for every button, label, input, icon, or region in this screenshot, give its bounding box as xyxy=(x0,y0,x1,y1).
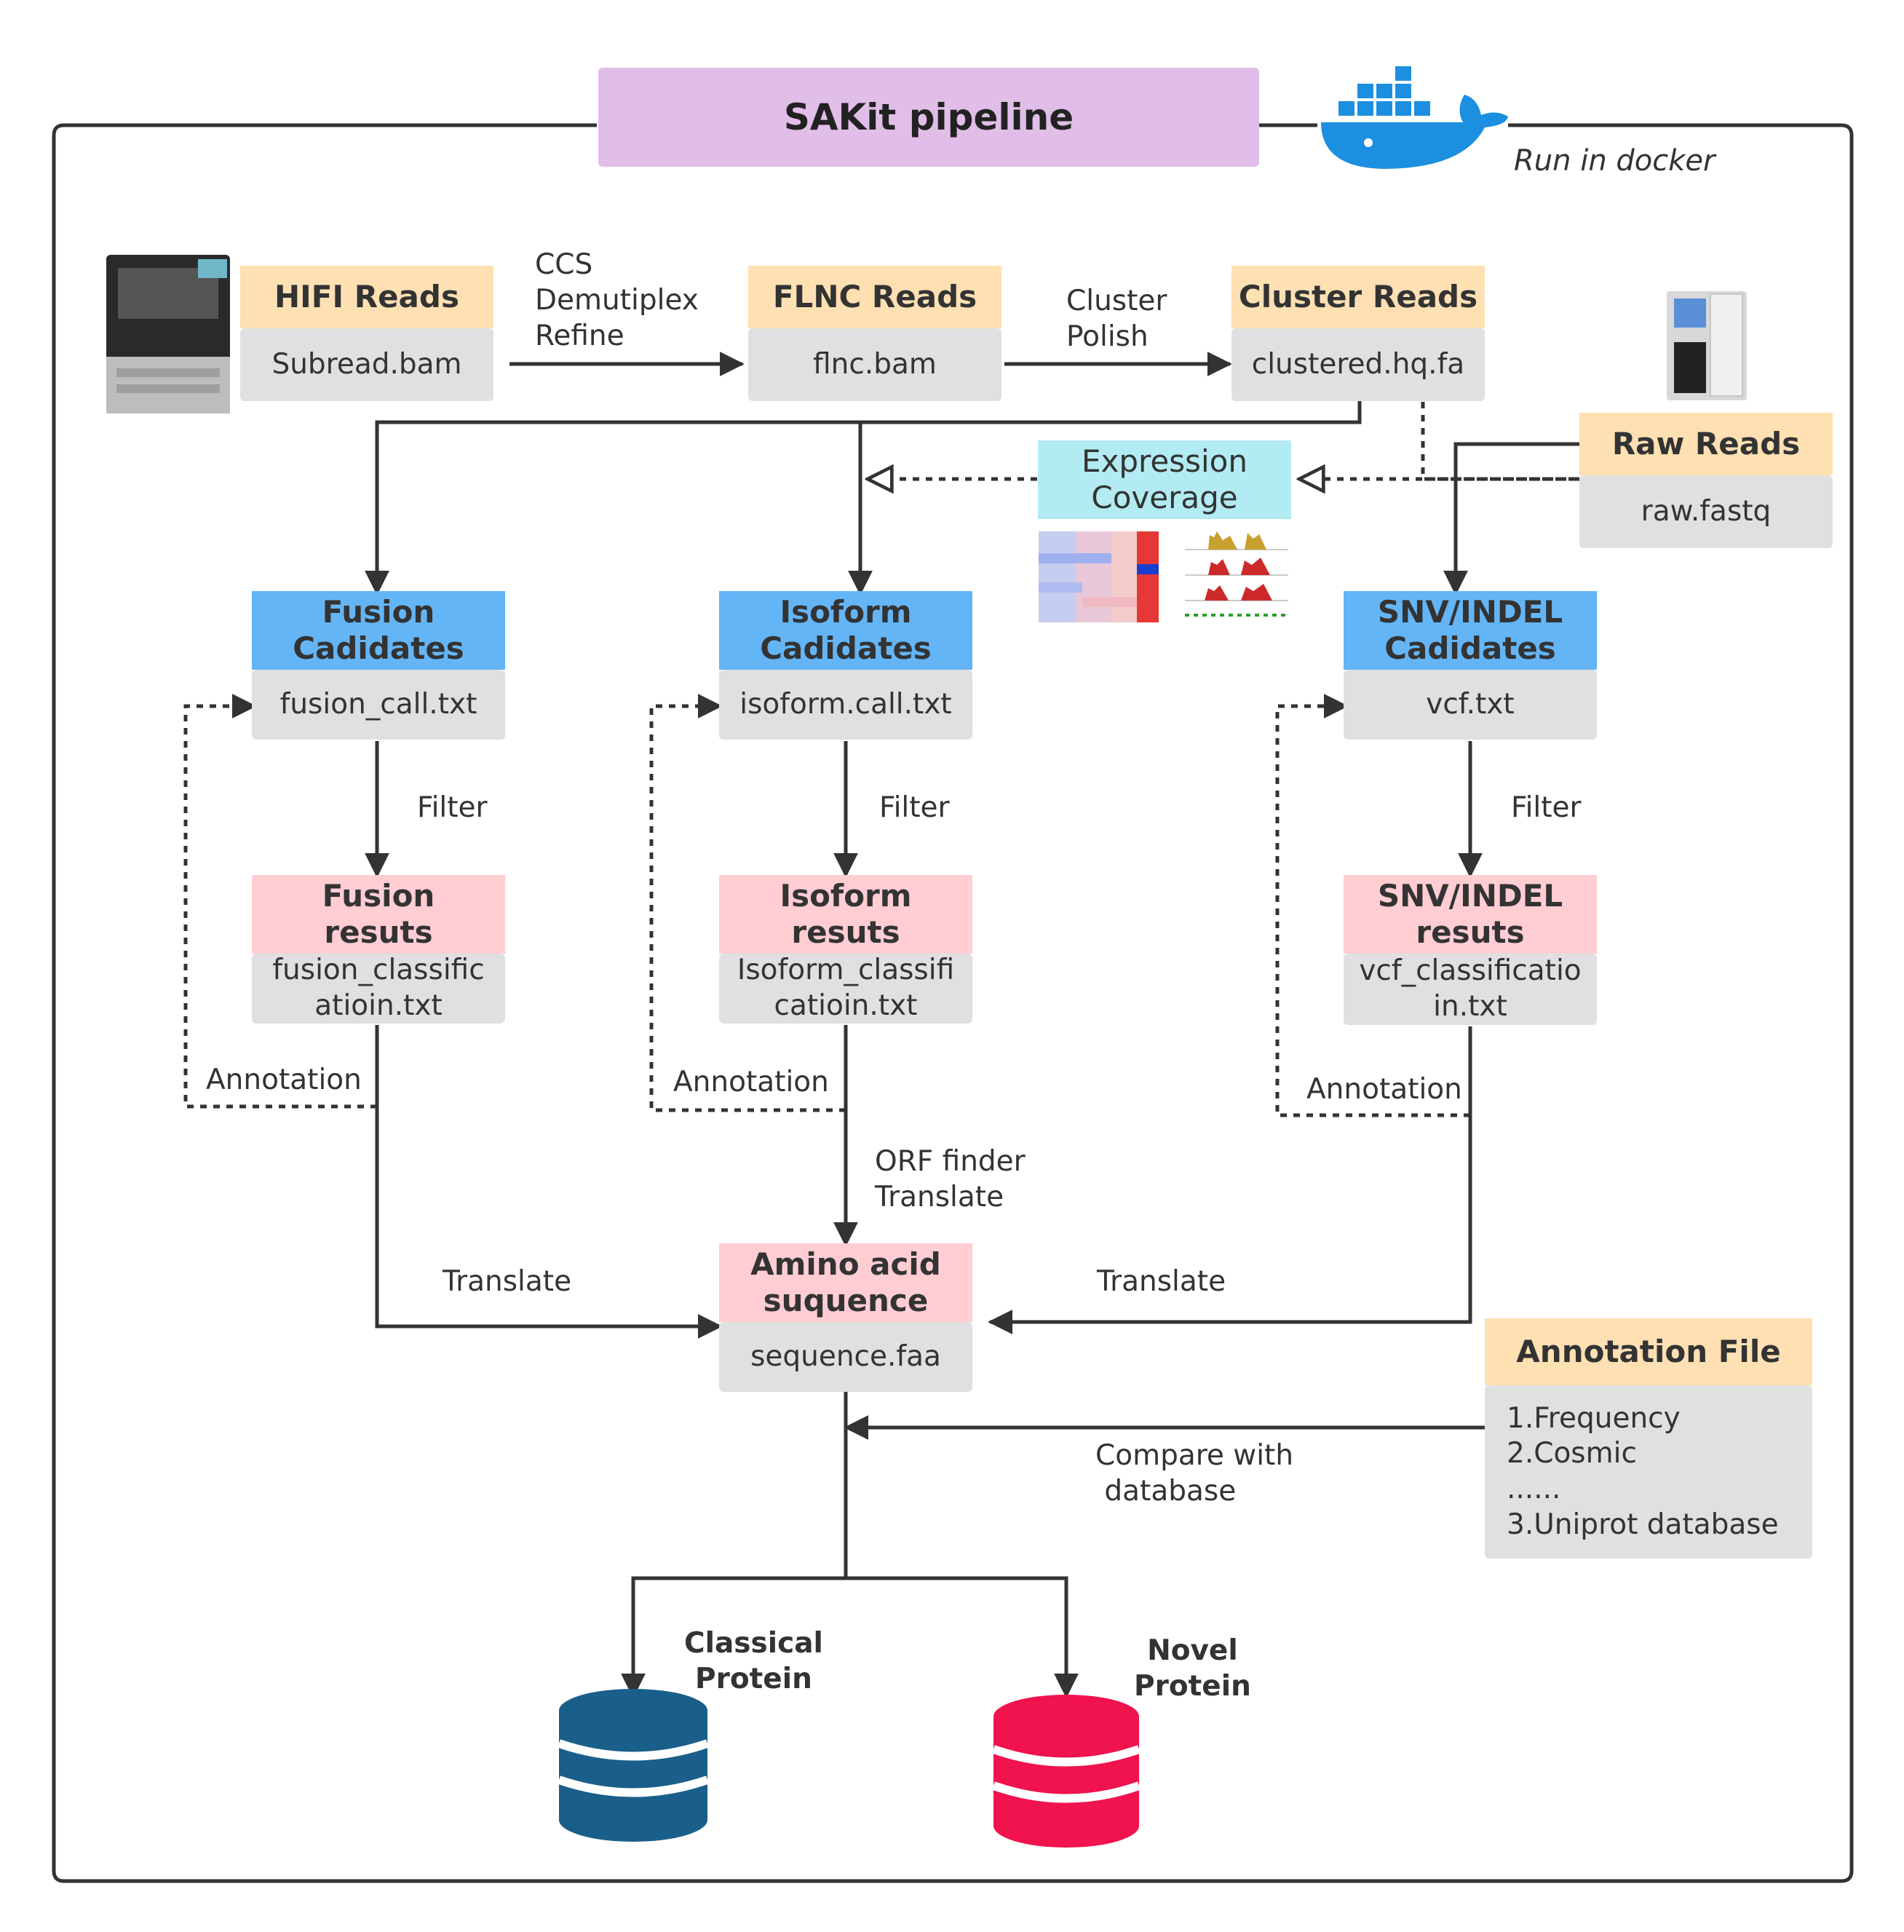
isoform-filter-label: Filter xyxy=(879,791,950,824)
arrow-snv-translate xyxy=(988,1026,1472,1334)
annotation-file-items: 1.Frequency 2.Cosmic ...... 3.Uniprot da… xyxy=(1485,1385,1812,1559)
isoform-results-header: Isoform resuts xyxy=(719,875,972,954)
isoform-results-file: Isoform_classifi catioin.txt xyxy=(719,954,972,1024)
fusion-results-file: fusion_classific atioin.txt xyxy=(252,954,505,1024)
arrow-to-novel xyxy=(846,1576,1079,1698)
fusion-candidates-header: Fusion Cadidates xyxy=(252,591,505,670)
novel-protein-label: Novel Protein xyxy=(1134,1634,1251,1703)
raw-reads-header: Raw Reads xyxy=(1579,413,1833,475)
arrow-raw-snv xyxy=(1443,442,1579,595)
cluster-step-label: Cluster Polish xyxy=(1066,285,1167,353)
annotation-file-header: Annotation File xyxy=(1485,1318,1812,1385)
dotted-fusion-annotation xyxy=(183,694,377,1109)
coverage-tracks-icon xyxy=(1185,531,1288,617)
dotted-snv-annotation xyxy=(1275,694,1470,1117)
snv-candidates-header: SNV/INDEL Cadidates xyxy=(1344,591,1597,670)
arrow-fusion-translate xyxy=(375,1025,723,1339)
hifi-sequencer-icon xyxy=(106,255,230,413)
fusion-filter-label: Filter xyxy=(417,791,488,824)
hifi-reads-file: Subread.bam xyxy=(240,328,493,401)
fusion-translate-label: Translate xyxy=(443,1265,572,1298)
hifi-reads-header: HIFI Reads xyxy=(240,266,493,328)
heatmap-icon xyxy=(1039,531,1159,622)
docker-label: Run in docker xyxy=(1514,144,1715,178)
cluster-reads-file: clustered.hq.fa xyxy=(1231,328,1485,401)
dotted-isoform-annotation xyxy=(649,694,846,1112)
amino-acid-file: sequence.faa xyxy=(719,1322,972,1392)
isoform-candidates-file: isoform.call.txt xyxy=(719,670,972,740)
pipeline-title: SAKit pipeline xyxy=(598,68,1259,167)
arrow-to-classical xyxy=(621,1576,846,1698)
snv-filter-label: Filter xyxy=(1511,791,1582,824)
docker-whale-icon xyxy=(1321,65,1508,169)
compare-database-label: Compare with database xyxy=(1095,1439,1294,1508)
flnc-reads-header: FLNC Reads xyxy=(748,266,1001,328)
amino-acid-header: Amino acid suquence xyxy=(719,1243,972,1322)
raw-sequencer-icon xyxy=(1667,291,1747,400)
cluster-reads-header: Cluster Reads xyxy=(1231,266,1485,328)
snv-translate-label: Translate xyxy=(1097,1265,1226,1298)
arrow-cluster-fusion xyxy=(365,400,1362,595)
fusion-annotation-label: Annotation xyxy=(206,1064,362,1096)
isoform-candidates-header: Isoform Cadidates xyxy=(719,591,972,670)
classical-protein-database-icon xyxy=(558,1689,709,1842)
orf-finder-label: ORF finder Translate xyxy=(875,1145,1026,1214)
snv-results-file: vcf_classificatio in.txt xyxy=(1344,954,1597,1025)
fusion-candidates-file: fusion_call.txt xyxy=(252,670,505,740)
isoform-annotation-label: Annotation xyxy=(673,1066,829,1098)
snv-annotation-label: Annotation xyxy=(1306,1073,1462,1106)
raw-reads-file: raw.fastq xyxy=(1579,475,1833,548)
classical-protein-label: Classical Protein xyxy=(684,1627,823,1695)
snv-results-header: SNV/INDEL resuts xyxy=(1344,875,1597,954)
outer-frame xyxy=(52,123,1854,1883)
snv-candidates-file: vcf.txt xyxy=(1344,670,1597,740)
novel-protein-database-icon xyxy=(992,1695,1141,1848)
dotted-cluster-expression xyxy=(1421,402,1578,481)
expression-coverage-box: Expression Coverage xyxy=(1038,440,1291,519)
fusion-results-header: Fusion resuts xyxy=(252,875,505,954)
ccs-step-label: CCS Demutiplex Refine xyxy=(535,248,699,352)
flnc-reads-file: flnc.bam xyxy=(748,328,1001,401)
